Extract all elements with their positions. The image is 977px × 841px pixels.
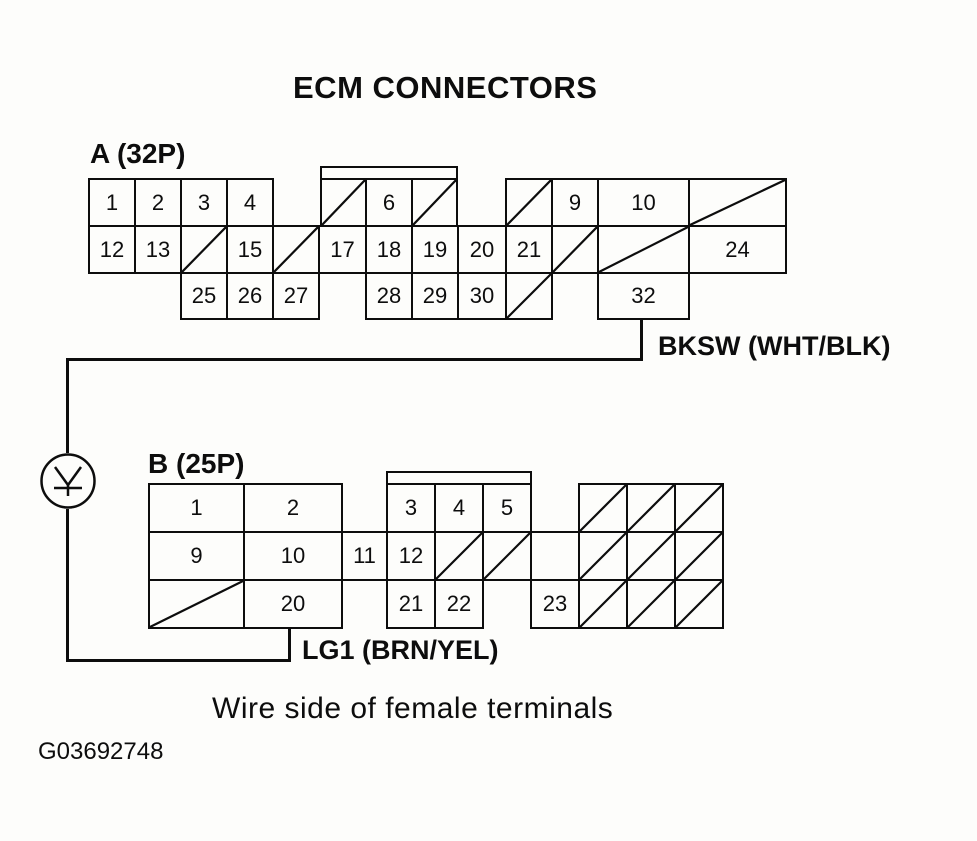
diagonal-no-pin-mark	[580, 581, 626, 627]
connector-a-pin-25: 25	[180, 272, 228, 320]
connector-a-blocked-cell-15	[272, 225, 320, 274]
connector-b-pin-3: 3	[386, 483, 436, 533]
connector-a-blocked-cell-13	[180, 225, 228, 274]
connector-a-pin-3: 3	[180, 178, 228, 227]
connector-b-pin-5: 5	[482, 483, 532, 533]
diagonal-no-pin-mark	[628, 533, 674, 579]
connector-b-blocked-cell-5	[578, 483, 628, 533]
diagonal-no-pin-mark	[628, 581, 674, 627]
diagonal-no-pin-mark	[507, 180, 551, 225]
wire-bksw-horizontal	[66, 358, 643, 361]
connector-b-blocked-cell-12	[434, 531, 484, 581]
connector-b-blocked-cell-17	[674, 531, 724, 581]
connector-b-blocked-cell-15	[578, 531, 628, 581]
wire-ground-lower	[66, 509, 69, 661]
connector-b-pin-12: 12	[386, 531, 436, 581]
diagonal-no-pin-mark	[676, 533, 722, 579]
connector-b-pin-23: 23	[530, 579, 580, 629]
connector-a-pin-30: 30	[457, 272, 507, 320]
diagonal-no-pin-mark	[599, 227, 688, 272]
diagram-title: ECM CONNECTORS	[293, 70, 598, 105]
wire-label-bksw: BKSW (WHT/BLK)	[658, 331, 891, 361]
connector-b-pin-1: 1	[148, 483, 245, 533]
connector-a-pin-2: 2	[134, 178, 182, 227]
diagonal-no-pin-mark	[322, 180, 365, 225]
connector-a-blocked-cell-10	[688, 178, 787, 227]
connector-b-pin-21: 21	[386, 579, 436, 629]
connector-b-pin-9: 9	[148, 531, 245, 581]
connector-b-pin-10: 10	[243, 531, 343, 581]
connector-a-blocked-cell-30	[505, 272, 553, 320]
connector-b-keying-tab	[386, 471, 532, 485]
connector-b-label: B (25P)	[148, 448, 245, 479]
connector-b-blocked-cell-23	[578, 579, 628, 629]
connector-b-pin-11: 11	[341, 531, 388, 581]
diagonal-no-pin-mark	[413, 180, 456, 225]
diagonal-no-pin-mark	[507, 274, 551, 318]
connector-b-blocked-cell-18	[148, 579, 245, 629]
connector-a-pin-27: 27	[272, 272, 320, 320]
connector-a-pin-26: 26	[226, 272, 274, 320]
connector-a-pin-24: 24	[688, 225, 787, 274]
connector-a-label: A (32P)	[90, 138, 186, 169]
diagonal-no-pin-mark	[676, 485, 722, 531]
connector-a-blocked-cell-4	[320, 178, 367, 227]
connector-b-pin-4: 4	[434, 483, 484, 533]
diagonal-no-pin-mark	[553, 227, 597, 272]
connector-a-keying-tab	[320, 166, 458, 180]
connector-a-pin-15: 15	[226, 225, 274, 274]
diagonal-no-pin-mark	[150, 581, 243, 627]
connector-a-pin-13: 13	[134, 225, 182, 274]
connector-b-blocked-cell-13	[482, 531, 532, 581]
connector-b-pin-20: 20	[243, 579, 343, 629]
connector-a-pin-28: 28	[365, 272, 413, 320]
connector-b-pin-22: 22	[434, 579, 484, 629]
caption: Wire side of female terminals	[212, 692, 614, 725]
diagonal-no-pin-mark	[274, 227, 318, 272]
connector-a-pin-6: 6	[365, 178, 413, 227]
connector-a-pin-17: 17	[318, 225, 367, 274]
diagonal-no-pin-mark	[580, 485, 626, 531]
wire-lg1-horizontal	[66, 659, 291, 662]
diagonal-no-pin-mark	[676, 581, 722, 627]
diagonal-no-pin-mark	[484, 533, 530, 579]
connector-a-pin-21: 21	[505, 225, 553, 274]
wire-ground-upper	[66, 358, 69, 453]
connector-a-pin-10: 10	[597, 178, 690, 227]
wire-label-lg1: LG1 (BRN/YEL)	[302, 635, 499, 665]
connector-a-pin-4: 4	[226, 178, 274, 227]
wire-bksw-drop	[640, 319, 643, 360]
connector-a-pin-1: 1	[88, 178, 136, 227]
diagonal-no-pin-mark	[182, 227, 226, 272]
connector-a-pin-29: 29	[411, 272, 459, 320]
connector-b-blocked-cell-25	[674, 579, 724, 629]
diagonal-no-pin-mark	[690, 180, 785, 225]
connector-b-blocked-cell-16	[626, 531, 676, 581]
figure-id: G03692748	[38, 738, 164, 765]
connector-a-blocked-cell-7	[505, 178, 553, 227]
connector-b-blocked-cell-7	[674, 483, 724, 533]
connector-a-pin-19: 19	[411, 225, 459, 274]
connector-a-pin-18: 18	[365, 225, 413, 274]
connector-b-blank-cell-14	[530, 531, 580, 581]
connector-a-blocked-cell-22	[597, 225, 690, 274]
connector-a-pin-9: 9	[551, 178, 599, 227]
diagonal-no-pin-mark	[628, 485, 674, 531]
connector-a-pin-12: 12	[88, 225, 136, 274]
diagonal-no-pin-mark	[436, 533, 482, 579]
diagonal-no-pin-mark	[580, 533, 626, 579]
connector-a-pin-32: 32	[597, 272, 690, 320]
wire-lg1-drop	[288, 627, 291, 661]
ground-icon	[40, 453, 96, 509]
connector-a-pin-20: 20	[457, 225, 507, 274]
connector-a-blocked-cell-6	[411, 178, 458, 227]
connector-b-pin-2: 2	[243, 483, 343, 533]
connector-b-blocked-cell-6	[626, 483, 676, 533]
connector-b-blocked-cell-24	[626, 579, 676, 629]
connector-a-blocked-cell-21	[551, 225, 599, 274]
